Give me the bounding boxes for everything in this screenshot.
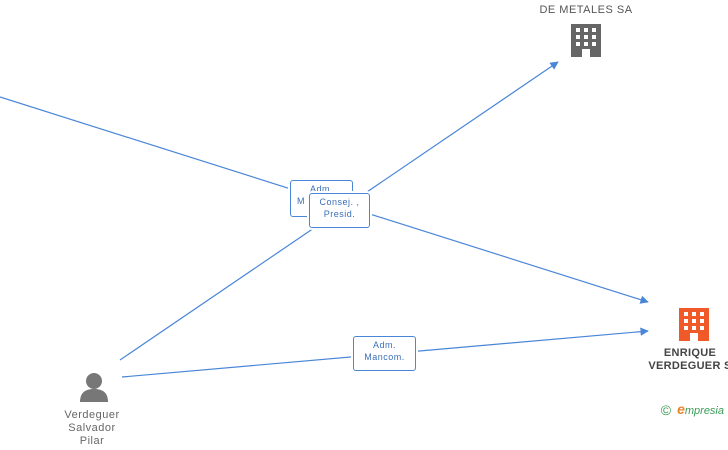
logo-initial: e	[677, 401, 685, 417]
logo-text: mpresia	[684, 405, 724, 417]
edge-label-adm-mancom[interactable]: Adm. Mancom.	[353, 336, 416, 371]
edge-label-line: M	[297, 196, 305, 206]
copyright-icon: ©	[660, 402, 672, 418]
person-name-line: Verdeguer	[64, 409, 120, 421]
edge-label-consej-presid[interactable]: Consej. , Presid.	[309, 193, 370, 228]
building-icon[interactable]	[571, 24, 601, 57]
edge-label-line: Consej. ,	[319, 197, 360, 207]
company-name-line: VERDEGUER S	[648, 360, 728, 372]
edge-label-line: Adm.	[309, 184, 333, 194]
person-icon[interactable]	[80, 373, 108, 402]
person-label[interactable]: Verdeguer Salvador Pilar	[52, 409, 132, 448]
edge-label-line: Adm.	[372, 340, 396, 350]
edge-label-line: Mancom.	[364, 352, 405, 362]
empresia-logo[interactable]: empresia	[677, 401, 724, 419]
company-label-enrique-verdeguer[interactable]: ENRIQUE VERDEGUER S	[640, 347, 728, 373]
footer-brand: © empresia	[661, 401, 724, 419]
person-name-line: Salvador	[68, 422, 116, 434]
building-icon[interactable]	[679, 308, 709, 341]
person-name-line: Pilar	[79, 435, 105, 447]
company-name: DE METALES SA	[539, 4, 633, 16]
edge-label-line: Presid.	[323, 209, 356, 219]
company-name-line: ENRIQUE	[663, 347, 717, 359]
company-label-de-metales[interactable]: DE METALES SA	[520, 4, 652, 17]
